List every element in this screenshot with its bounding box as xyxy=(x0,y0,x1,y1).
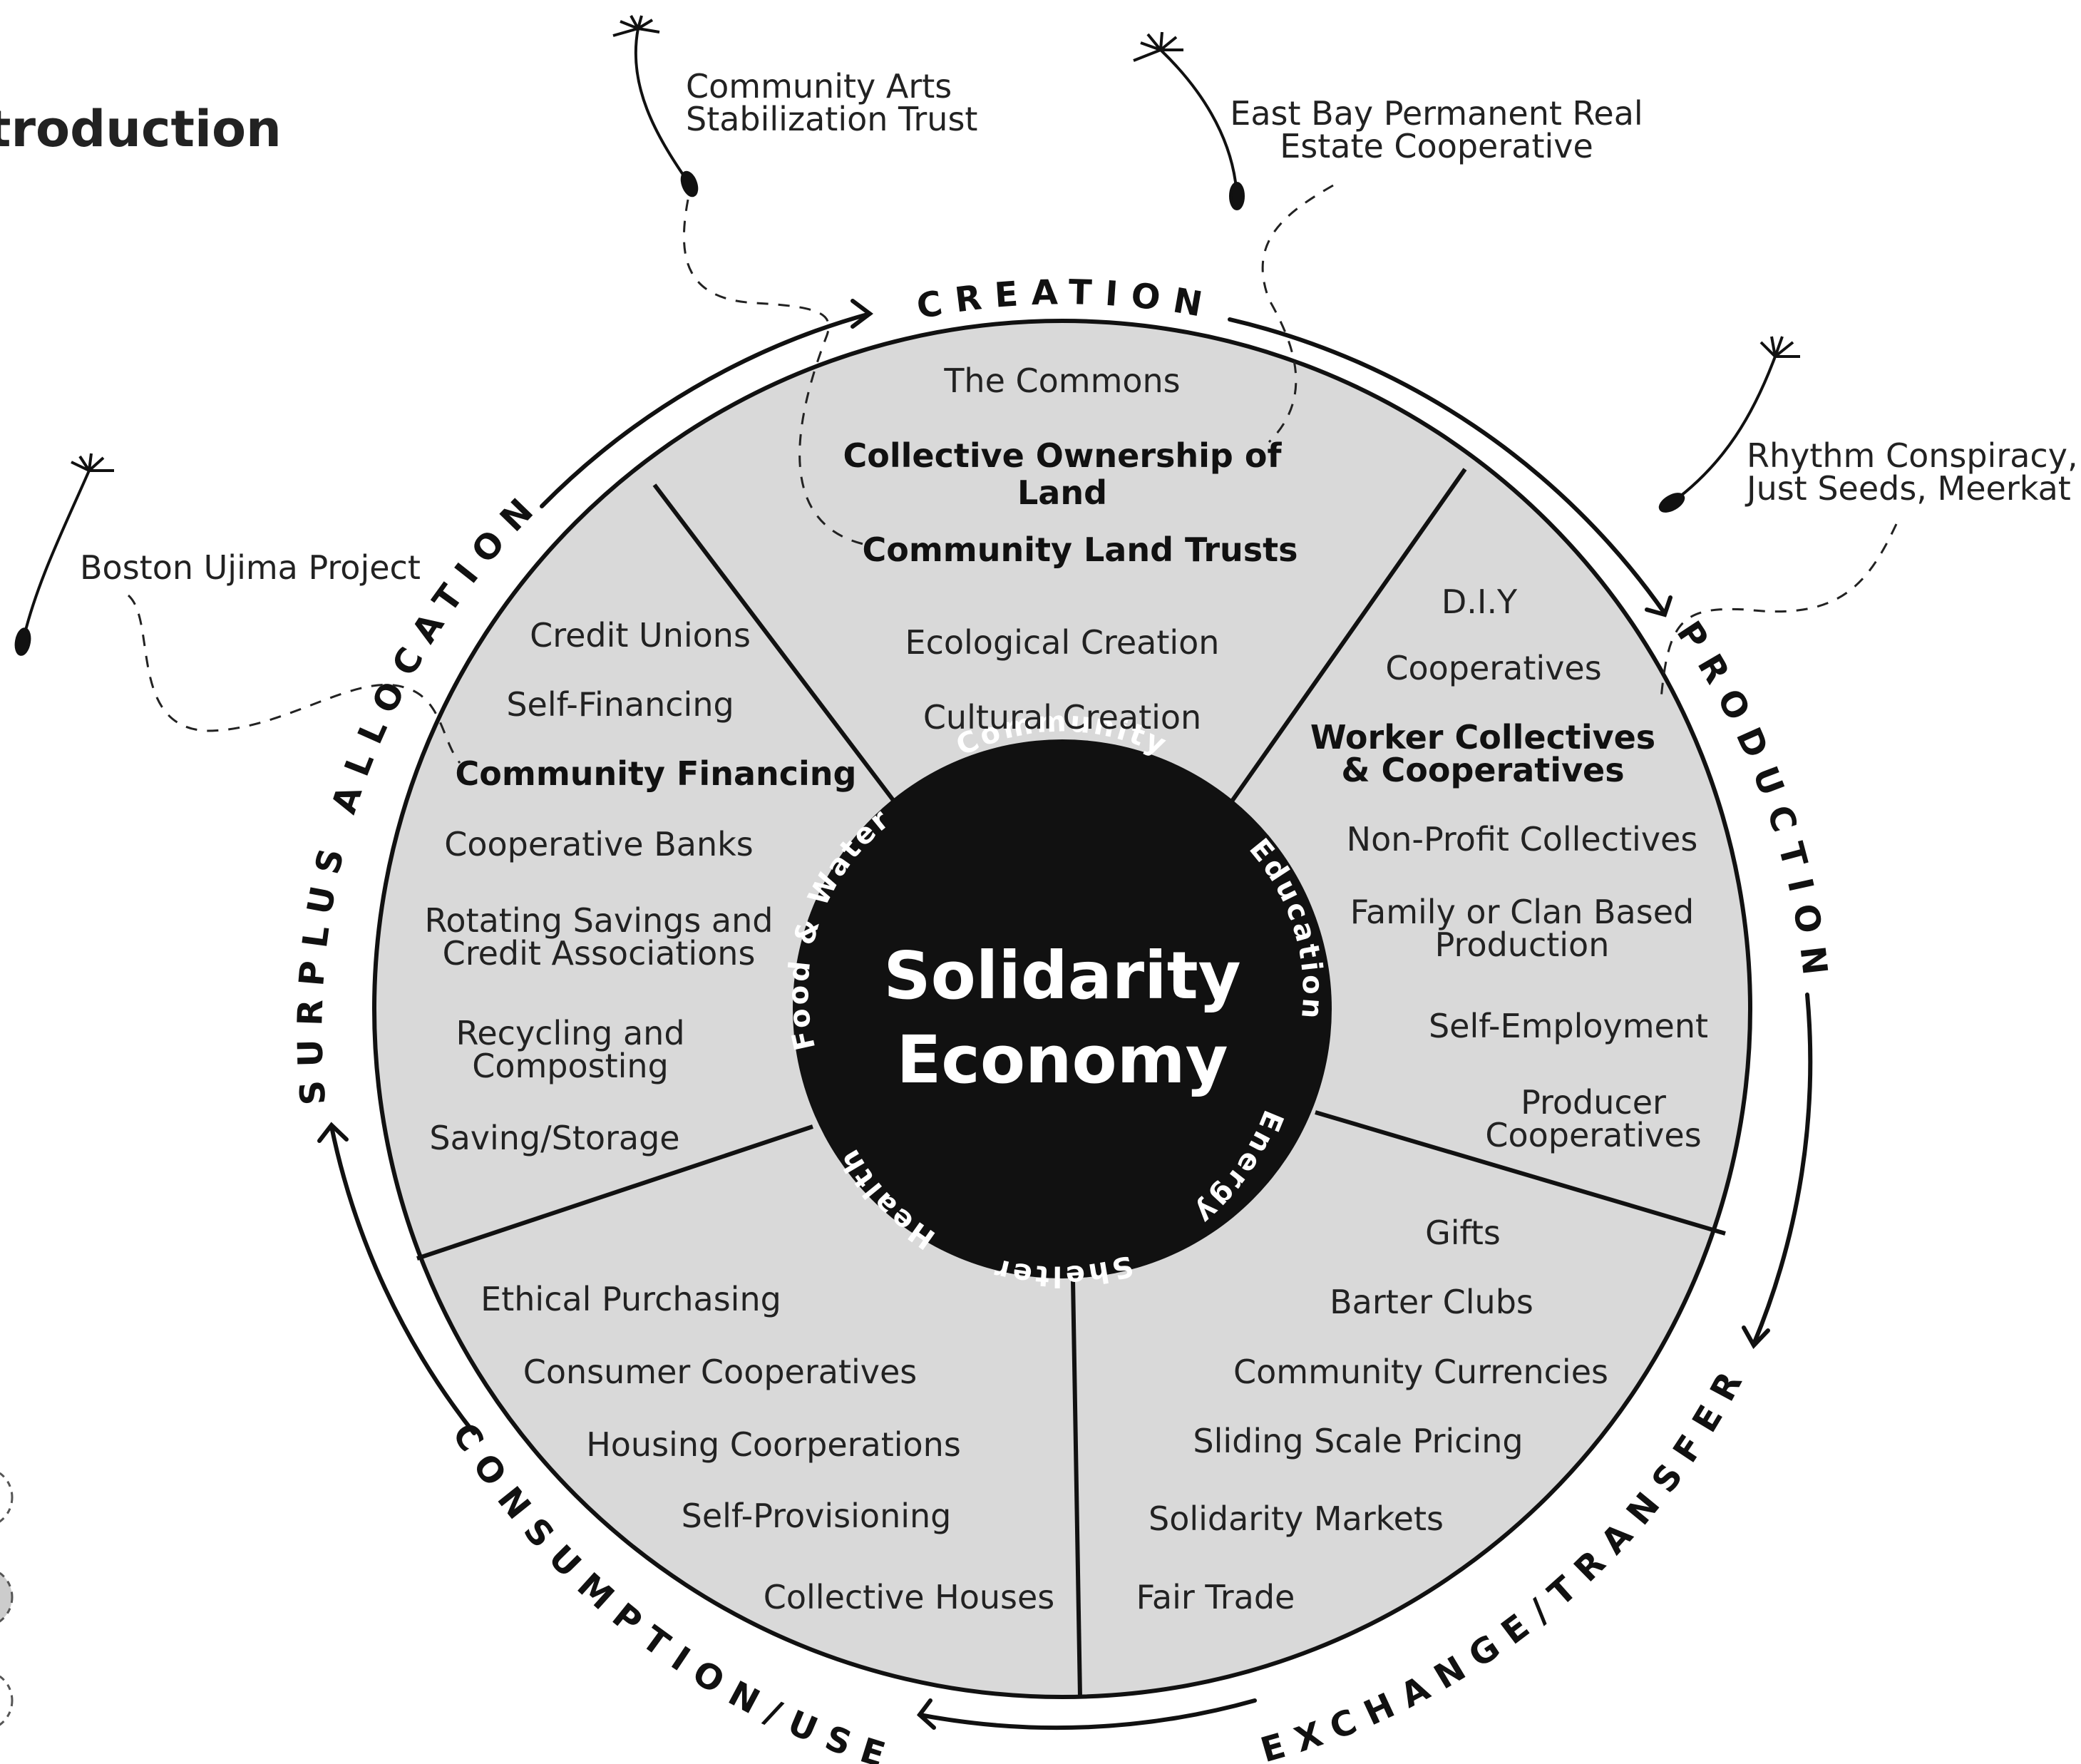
segment-item: Fair Trade xyxy=(1136,1578,1295,1616)
segment-item: Sliding Scale Pricing xyxy=(1193,1422,1523,1460)
center-disc xyxy=(793,739,1332,1278)
segment-item-highlight: & Cooperatives xyxy=(1341,751,1624,789)
divider-production-exchange xyxy=(1315,1110,1726,1236)
center-hub: Solidarity Economy Community Education F… xyxy=(782,705,1332,1293)
segment-item: Ethical Purchasing xyxy=(481,1280,781,1318)
example-rhythm-line2: Just Seeds, Meerkat xyxy=(1745,469,2071,508)
segment-item-highlight: Land xyxy=(1017,473,1107,512)
edge-circle xyxy=(0,1675,14,1726)
segment-item: Cooperatives xyxy=(1485,1116,1701,1154)
edge-circle xyxy=(0,1472,14,1523)
example-eastbay-line1: East Bay Permanent Real xyxy=(1230,94,1643,133)
segment-item: Producer xyxy=(1521,1083,1666,1122)
segment-item-highlight: Collective Ownership of xyxy=(843,436,1282,475)
example-arts-line2: Stabilization Trust xyxy=(686,100,977,138)
segment-item: Self-Provisioning xyxy=(682,1497,952,1535)
segment-item: D.I.Y xyxy=(1442,583,1518,621)
segment-item: Family or Clan Based xyxy=(1350,893,1694,931)
segment-item: Saving/Storage xyxy=(429,1119,679,1157)
connector-rhythm xyxy=(1660,523,1898,699)
arrowhead-consumption xyxy=(916,1698,936,1730)
divider-surplus-creation xyxy=(652,483,897,804)
dandelion-seed-icon xyxy=(612,15,699,198)
segment-item: The Commons xyxy=(943,361,1180,400)
segment-item: Collective Houses xyxy=(764,1578,1055,1616)
arrow-exchange-to-consumption xyxy=(918,1698,1257,1730)
arrowhead-surplus xyxy=(317,1122,349,1143)
example-arts-line1: Community Arts xyxy=(686,67,952,106)
dandelion-seed-icon xyxy=(1133,31,1245,210)
segment-production: D.I.Y Cooperatives Worker Collectives & … xyxy=(1310,583,1708,1154)
segment-item: Housing Coorperations xyxy=(586,1425,961,1464)
segment-item: Credit Associations xyxy=(443,934,756,973)
dashed-connectors xyxy=(127,184,1898,764)
segment-item: Solidarity Markets xyxy=(1149,1499,1444,1538)
segment-creation: The Commons Collective Ownership of Land… xyxy=(843,361,1298,737)
cycle-arrows xyxy=(317,299,1813,1730)
center-title-line1: Solidarity xyxy=(883,938,1240,1014)
connector-boston xyxy=(127,594,461,764)
arrow-creation-to-production xyxy=(1228,317,1667,615)
segment-exchange: Gifts Barter Clubs Community Currencies … xyxy=(1136,1214,1608,1616)
example-boston: Boston Ujima Project xyxy=(80,548,421,587)
segment-item: Cultural Creation xyxy=(923,698,1201,737)
segment-item: Composting xyxy=(472,1047,669,1085)
segment-item: Ecological Creation xyxy=(905,623,1220,662)
arrowhead-exchange xyxy=(1742,1325,1770,1350)
segment-item: Cooperative Banks xyxy=(444,825,753,863)
segment-item: Self-Financing xyxy=(506,685,734,724)
edge-decorations xyxy=(0,1472,14,1726)
segment-item: Self-Employment xyxy=(1429,1007,1708,1045)
segment-item: Credit Unions xyxy=(530,616,751,655)
divider-consumption-surplus xyxy=(416,1124,813,1261)
segment-item: Consumer Cooperatives xyxy=(523,1353,918,1391)
segment-item: Cooperatives xyxy=(1385,649,1601,687)
segment-item: Gifts xyxy=(1425,1214,1501,1252)
segment-consumption: Ethical Purchasing Consumer Cooperatives… xyxy=(481,1280,1054,1616)
page-heading: troduction xyxy=(0,100,282,158)
segment-item: Production xyxy=(1435,925,1610,964)
arrow-consumption-to-surplus xyxy=(329,1124,476,1435)
segment-item-highlight: Community Land Trusts xyxy=(862,530,1298,569)
dandelion-seed-icon xyxy=(1658,336,1800,513)
segment-surplus: Credit Unions Self-Financing Community F… xyxy=(425,616,857,1157)
divider-exchange-consumption xyxy=(1071,1279,1082,1698)
segment-item: Rotating Savings and xyxy=(425,901,774,940)
arrow-surplus-to-creation xyxy=(540,312,872,508)
example-rhythm-line1: Rhythm Conspiracy, xyxy=(1747,436,2078,475)
segment-item-highlight: Community Financing xyxy=(456,754,857,793)
arrowhead-creation xyxy=(851,299,873,329)
edge-circle xyxy=(0,1571,14,1623)
divider-creation-production xyxy=(1229,468,1467,804)
center-title-line2: Economy xyxy=(896,1022,1228,1098)
wheel-dividers xyxy=(416,468,1726,1698)
arrowhead-production xyxy=(1645,595,1672,617)
example-labels: Community Arts Stabilization Trust East … xyxy=(80,67,2078,587)
connector-arts xyxy=(682,199,870,547)
segment-item-highlight: Worker Collectives xyxy=(1310,718,1655,757)
dandelion-seed-icon xyxy=(14,453,114,656)
segment-item: Non-Profit Collectives xyxy=(1347,820,1698,858)
segment-item: Community Currencies xyxy=(1233,1353,1608,1391)
example-eastbay-line2: Estate Cooperative xyxy=(1280,127,1593,165)
segment-item: Barter Clubs xyxy=(1330,1283,1533,1321)
arrow-production-to-exchange xyxy=(1752,993,1813,1346)
connector-eastbay xyxy=(1261,184,1334,443)
segment-item: Recycling and xyxy=(456,1014,684,1052)
